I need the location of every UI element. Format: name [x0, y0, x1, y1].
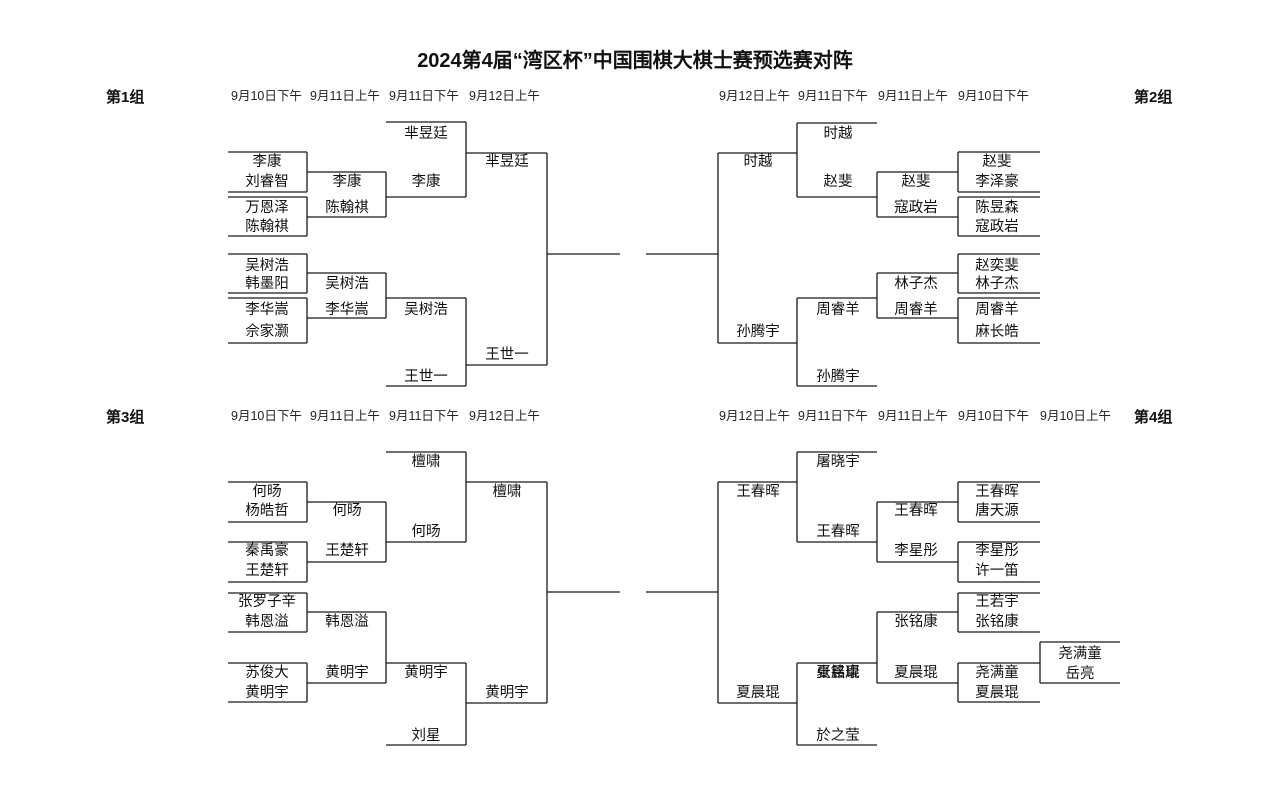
- group-2-round-4-date: 9月12日上午: [719, 89, 790, 103]
- player-name: 林子杰: [894, 276, 938, 292]
- group-3-round-2-date: 9月11日上午: [310, 409, 380, 423]
- group-4-round-1-date: 9月10日下午: [958, 409, 1029, 423]
- player-name: 李华嵩: [245, 302, 289, 318]
- player-name: 檀啸: [411, 454, 441, 470]
- player-name: 夏晨琨: [894, 665, 938, 681]
- player-name: 王春晖: [894, 503, 938, 519]
- player-name: 寇政岩: [894, 200, 938, 216]
- group-1-round-3-date: 9月11日下午: [389, 89, 459, 103]
- player-name: 许一笛: [975, 563, 1019, 579]
- player-name: 黄明宇: [245, 685, 289, 701]
- group-1-round-4-date: 9月12日上午: [469, 89, 540, 103]
- player-name: 於之莹: [816, 728, 860, 744]
- player-name: 周睿羊: [816, 302, 860, 318]
- group-3-round-3-date: 9月11日下午: [389, 409, 459, 423]
- player-name: 苏俊大: [245, 665, 289, 681]
- player-name: 张铭康: [975, 614, 1019, 630]
- group-1-round-2-date: 9月11日上午: [310, 89, 380, 103]
- player-name: 王若宇: [975, 594, 1019, 610]
- player-name: 林子杰: [975, 276, 1019, 292]
- player-name: 王春晖: [736, 484, 780, 500]
- player-name: 王春晖: [816, 524, 860, 540]
- player-name: 王楚轩: [325, 543, 369, 559]
- player-name: 万恩泽: [245, 200, 289, 216]
- player-name: 周睿羊: [975, 302, 1019, 318]
- player-name: 檀啸: [492, 484, 522, 500]
- player-name: 佘家灏: [245, 324, 289, 340]
- player-name: 李华嵩: [325, 302, 369, 318]
- player-name: 吴树浩: [245, 258, 289, 274]
- player-name: 芈昱廷: [404, 126, 448, 142]
- player-name: 何旸: [332, 503, 362, 519]
- player-name: 吴树浩: [325, 276, 369, 292]
- player-name: 张罗子辛: [238, 594, 296, 610]
- player-name: 吴树浩: [404, 302, 448, 318]
- group-2-label: 第2组: [1134, 89, 1173, 106]
- player-name: 赵斐: [823, 174, 853, 190]
- player-name: 时越: [823, 126, 853, 142]
- player-name: 尧满童: [1058, 646, 1102, 662]
- group-4-round-3-date: 9月11日下午: [798, 409, 868, 423]
- player-name: 韩恩溢: [245, 614, 289, 630]
- player-name: 赵斐: [901, 174, 931, 190]
- player-name: 黄明宇: [325, 665, 369, 681]
- player-name: 张铭康: [894, 614, 938, 630]
- group-4-label: 第4组: [1134, 409, 1173, 426]
- group-4-round-4-date: 9月12日上午: [719, 409, 790, 423]
- player-name: 唐天源: [975, 503, 1019, 519]
- player-name: 岳亮: [1065, 666, 1095, 682]
- player-name: 黄明宇: [485, 685, 529, 701]
- player-name: 赵奕斐: [975, 258, 1019, 274]
- player-name: 王楚轩: [245, 563, 289, 579]
- player-name: 时越: [743, 154, 773, 170]
- group-2-round-2-date: 9月11日上午: [878, 89, 948, 103]
- player-name: 芈昱廷: [485, 154, 529, 170]
- player-name: 李康: [411, 174, 441, 190]
- player-name: 夏晨琨: [975, 685, 1019, 701]
- player-name: 屠晓宇: [816, 454, 860, 470]
- player-name: 陈翰祺: [325, 200, 369, 216]
- player-name: 孙腾宇: [736, 324, 780, 340]
- player-name: 何旸: [411, 524, 441, 540]
- player-name: 夏晨琨: [736, 685, 780, 701]
- player-name: 王世一: [404, 369, 448, 385]
- group-3-round-4-date: 9月12日上午: [469, 409, 540, 423]
- player-name: 秦禹豪: [245, 543, 289, 559]
- player-name: 李康: [252, 154, 282, 170]
- player-name: 王春晖: [975, 484, 1019, 500]
- player-name: 寇政岩: [975, 219, 1019, 235]
- player-name: 李星彤: [894, 543, 938, 559]
- player-name: 孙腾宇: [816, 369, 860, 385]
- player-name: 赵斐: [982, 154, 1012, 170]
- player-name: 刘睿智: [245, 174, 289, 190]
- group-2-round-3-date: 9月11日下午: [798, 89, 868, 103]
- player-name: 李星彤: [975, 543, 1019, 559]
- player-name: 韩恩溢: [325, 614, 369, 630]
- player-name: 刘星: [411, 728, 441, 744]
- player-name: 麻长皓: [975, 324, 1019, 340]
- group-1-label: 第1组: [106, 89, 145, 106]
- group-4-round-0-date: 9月10日上午: [1040, 409, 1111, 423]
- player-name: 陈翰祺: [245, 219, 289, 235]
- group-3-label: 第3组: [106, 409, 145, 426]
- player-name: 张铭康: [816, 665, 860, 681]
- page-title: 2024第4届“湾区杯”中国围棋大棋士赛预选赛对阵: [417, 50, 853, 72]
- player-name: 李泽豪: [975, 174, 1019, 190]
- player-name: 杨皓哲: [245, 503, 289, 519]
- player-name: 黄明宇: [404, 665, 448, 681]
- player-name: 王世一: [485, 347, 529, 363]
- group-4-round-2-date: 9月11日上午: [878, 409, 948, 423]
- player-name: 周睿羊: [894, 302, 938, 318]
- player-name: 陈昱森: [975, 200, 1019, 216]
- player-name: 何旸: [252, 484, 282, 500]
- group-2-round-1-date: 9月10日下午: [958, 89, 1029, 103]
- player-name: 李康: [332, 174, 362, 190]
- player-name: 韩墨阳: [245, 276, 289, 292]
- player-name: 夏晨琨: [816, 665, 860, 681]
- group-1-round-1-date: 9月10日下午: [231, 89, 302, 103]
- group-3-round-1-date: 9月10日下午: [231, 409, 302, 423]
- player-name: 尧满童: [975, 665, 1019, 681]
